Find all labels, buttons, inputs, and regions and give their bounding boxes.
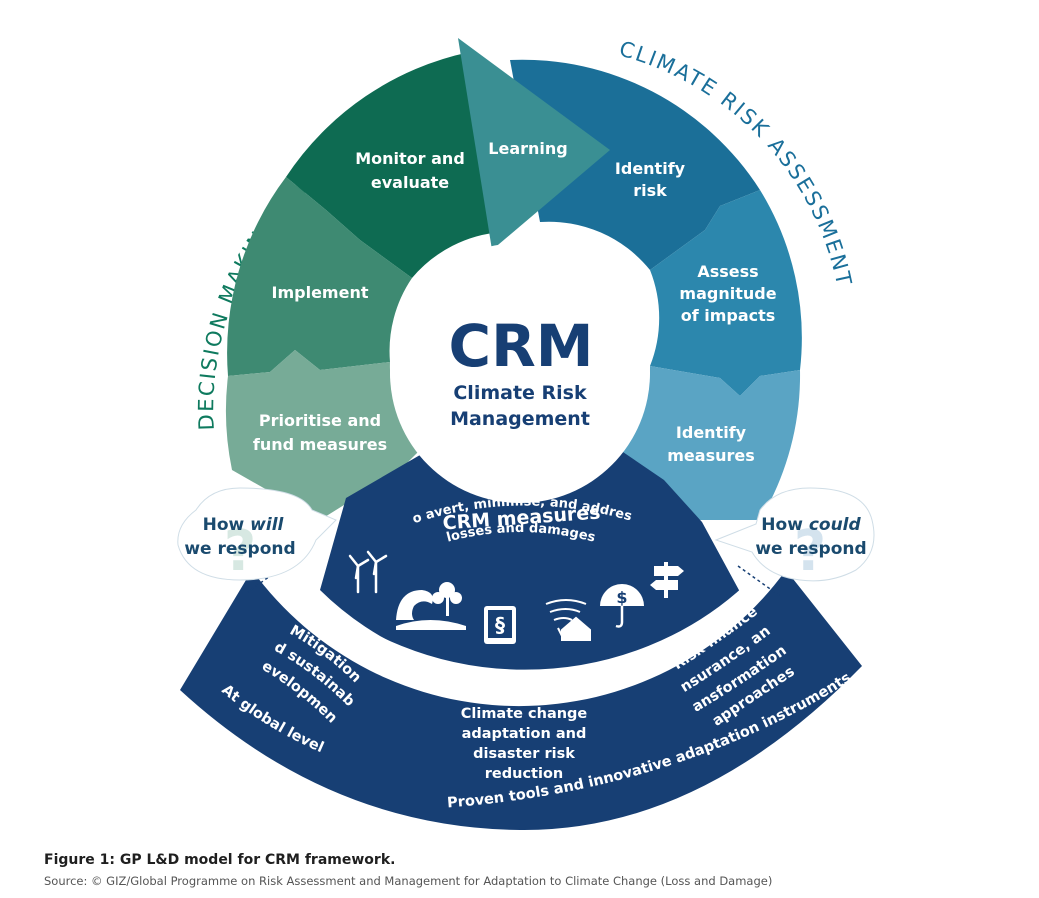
assess-label-3: of impacts — [681, 306, 776, 325]
segment-monitor-evaluate — [286, 52, 502, 278]
how-could-line-2: we respond — [755, 539, 866, 559]
segment-assess-magnitude — [650, 190, 802, 396]
identify-risk-label-2: risk — [633, 181, 667, 200]
figure-caption-source: Source: © GIZ/Global Programme on Risk A… — [44, 874, 773, 888]
implement-label: Implement — [272, 283, 369, 302]
crm-measures-segment — [320, 450, 740, 677]
figure-caption-title: Figure 1: GP L&D model for CRM framework… — [44, 852, 396, 868]
svg-text:$: $ — [616, 588, 627, 607]
cca-line-2: adaptation and — [462, 726, 587, 742]
wind-turbine-icon — [348, 550, 388, 594]
identify-risk-label-1: Identify — [615, 159, 686, 178]
svg-text:?: ? — [224, 519, 256, 584]
signpost-icon — [650, 562, 684, 598]
cca-line-1: Climate change — [461, 706, 588, 722]
center-line-2: Management — [450, 408, 590, 430]
cca-line-4: reduction — [485, 766, 563, 782]
tornado-house-icon — [545, 599, 591, 641]
umbrella-dollar-icon: $ — [600, 584, 644, 628]
learning-label: Learning — [488, 139, 567, 158]
assess-label-2: magnitude — [679, 284, 776, 303]
how-could-line-1: How could — [761, 515, 861, 535]
segment-implement — [227, 177, 412, 376]
identify-measures-label-1: Identify — [676, 423, 747, 442]
law-book-icon: § — [484, 606, 516, 644]
dashed-connector-right — [737, 565, 781, 597]
identify-measures-label-2: measures — [667, 446, 755, 465]
prioritise-label-2: fund measures — [253, 435, 387, 454]
cca-line-3: disaster risk — [473, 746, 575, 762]
svg-text:§: § — [495, 613, 505, 637]
band-gap — [295, 584, 755, 684]
prioritise-label-1: Prioritise and — [259, 411, 381, 430]
learning-arrow — [458, 38, 610, 250]
flood-wave-icon — [396, 582, 466, 630]
center-acronym: CRM — [449, 312, 594, 380]
how-could-bubble: ? How could we respond — [714, 487, 875, 584]
how-will-bubble: ? How will we respond — [177, 487, 337, 584]
how-will-line-2: we respond — [184, 539, 295, 559]
segment-identify-risk — [510, 59, 760, 270]
how-will-line-1: How will — [203, 515, 285, 535]
adaptation-instruments-band — [180, 570, 862, 831]
monitor-label-2: evaluate — [371, 173, 449, 192]
monitor-label-1: Monitor and — [355, 149, 465, 168]
center-circle — [390, 243, 650, 503]
assess-label-1: Assess — [697, 262, 758, 281]
segment-prioritise-fund — [225, 350, 420, 520]
center-line-1: Climate Risk — [453, 382, 587, 404]
svg-text:?: ? — [794, 519, 826, 584]
